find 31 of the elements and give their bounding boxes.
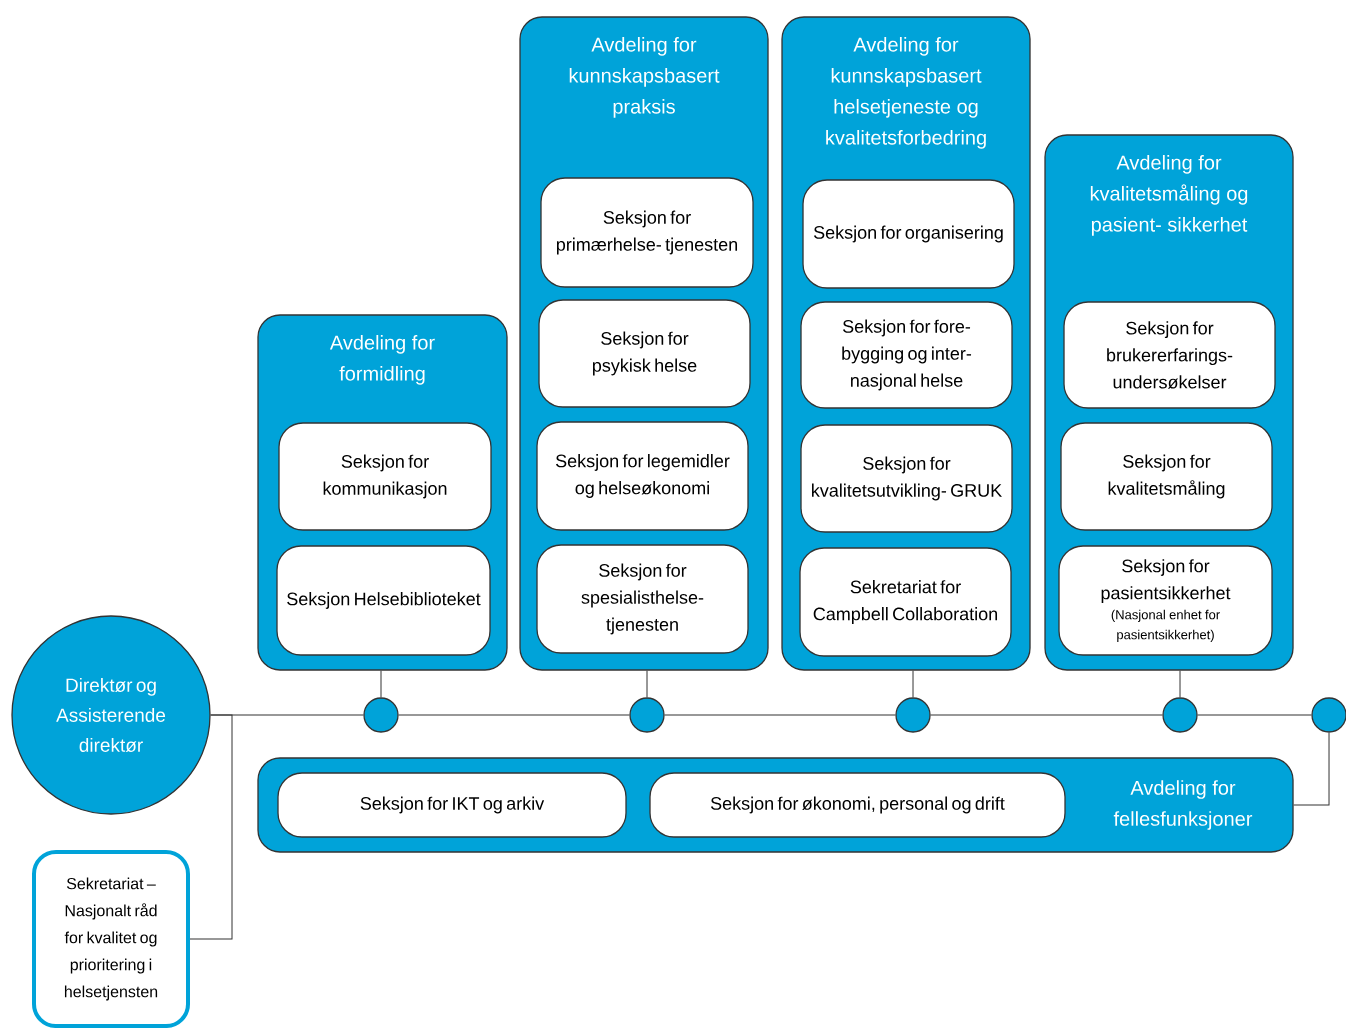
junction-dot	[629, 697, 665, 733]
connector-line	[912, 670, 914, 698]
connector-line	[189, 714, 233, 940]
connector-line	[646, 670, 648, 698]
section-box: Seksjon Helsebiblioteket	[276, 545, 491, 656]
section-box: Seksjon for pasientsikkerhet (Nasjonal enhet for pasientsikkerhet)	[1058, 545, 1273, 656]
connector-line	[398, 714, 630, 716]
section-box: Seksjon for kvalitetsmåling	[1060, 422, 1273, 531]
section-box: Sekretariat for Campbell Collaboration	[799, 547, 1012, 657]
junction-dot	[895, 697, 931, 733]
section-box: Seksjon for organisering	[802, 179, 1015, 289]
section-box: Seksjon for psykisk helse	[538, 299, 751, 408]
section-box: Seksjon for økonomi, personal og drift	[649, 772, 1066, 838]
connector-line	[664, 714, 896, 716]
section-box: Seksjon for kvalitetsutvikling- GRUK	[800, 424, 1013, 533]
connector-line	[380, 670, 382, 698]
section-box: Seksjon for spesialisthelse- tjenesten	[536, 544, 749, 654]
junction-dot	[363, 697, 399, 733]
connector-line	[930, 714, 1163, 716]
connector-line	[1197, 714, 1312, 716]
section-box: Seksjon for fore- bygging og inter- nasjonal helse	[800, 301, 1013, 409]
junction-dot	[1162, 697, 1198, 733]
section-box: Seksjon for brukererfarings- undersøkelser	[1063, 301, 1276, 409]
section-box: Seksjon for IKT og arkiv	[277, 772, 627, 838]
junction-dot	[1311, 697, 1346, 733]
section-box: Seksjon for legemidler og helseøkonomi	[536, 421, 749, 531]
section-box: Seksjon for kommunikasjon	[278, 422, 492, 531]
secretariat-box: Sekretariat – Nasjonalt råd for kvalitet og prioritering i helsetjensten	[32, 850, 190, 1028]
section-box: Seksjon for primærhelse- tjenesten	[540, 177, 754, 288]
connector-line	[1293, 732, 1330, 806]
connector-line	[1179, 670, 1181, 698]
